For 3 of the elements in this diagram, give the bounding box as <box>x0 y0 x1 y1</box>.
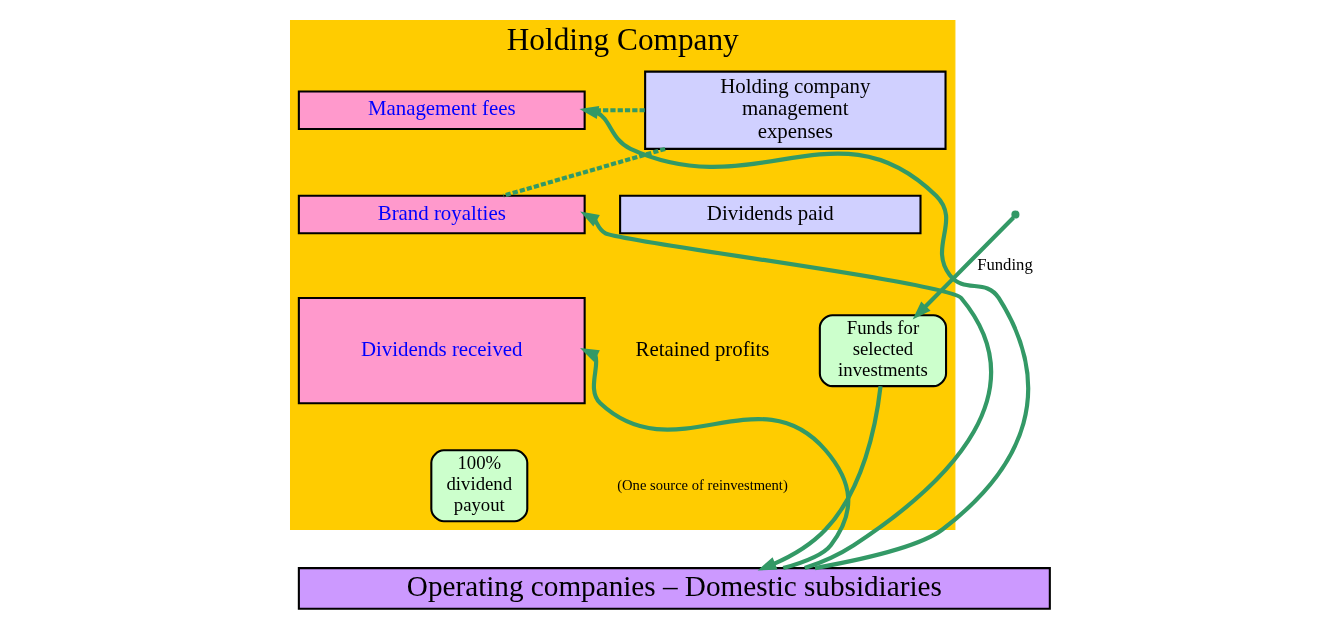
label: (One source of reinvestment) <box>616 476 788 493</box>
edge-label: Funding <box>976 254 1033 274</box>
label: Retained profits <box>635 336 769 361</box>
